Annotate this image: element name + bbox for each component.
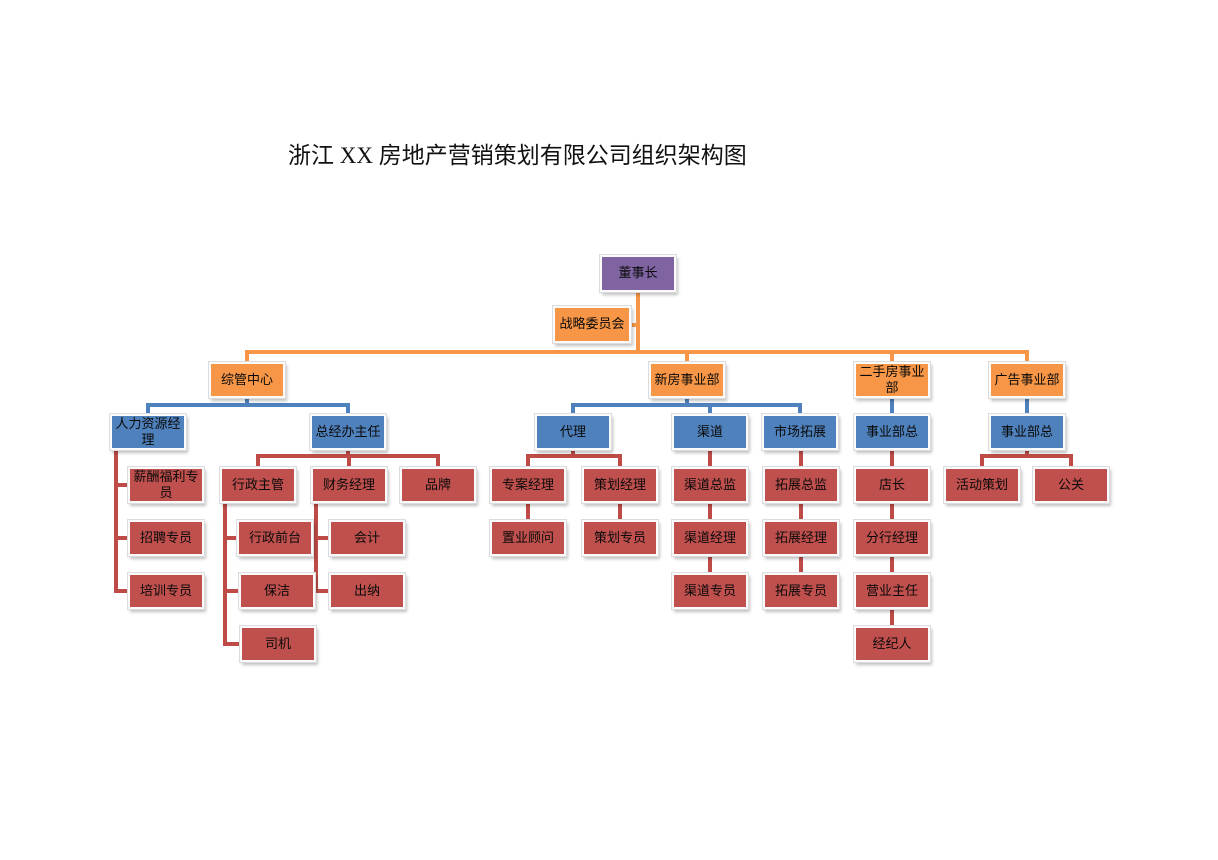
connector-orange-line xyxy=(1025,350,1029,362)
connector-blue-line xyxy=(346,403,350,414)
connector-red-line xyxy=(890,450,894,467)
connector-red-line xyxy=(114,483,128,487)
connector-blue-line xyxy=(798,403,802,414)
connector-red-line xyxy=(890,609,894,626)
org-node-caiwujingli: 财务经理 xyxy=(311,467,387,503)
connector-red-line xyxy=(890,556,894,573)
connector-blue-line xyxy=(571,403,575,414)
connector-blue-line xyxy=(890,398,894,414)
org-node-ershoufang: 二手房事业部 xyxy=(854,362,930,398)
org-node-chuna: 出纳 xyxy=(329,573,405,609)
org-node-kuaiji: 会计 xyxy=(329,520,405,556)
org-node-zongguan: 综管中心 xyxy=(209,362,285,398)
connector-red-line xyxy=(526,503,530,520)
connector-blue-line xyxy=(146,403,150,414)
connector-blue-line xyxy=(245,398,249,407)
connector-orange-line xyxy=(636,292,640,354)
connector-red-line xyxy=(618,503,622,520)
org-node-qudaozongjian: 渠道总监 xyxy=(672,467,748,503)
connector-blue-line xyxy=(1025,398,1029,414)
connector-red-line xyxy=(708,556,712,573)
connector-red-line xyxy=(114,536,128,540)
connector-red-line xyxy=(1069,454,1073,467)
connector-orange-line xyxy=(890,350,894,362)
connector-red-line xyxy=(114,450,118,593)
connector-red-line xyxy=(314,589,329,593)
org-node-dongshizhang: 董事长 xyxy=(600,255,676,292)
org-node-zhaopin: 招聘专员 xyxy=(128,520,204,556)
org-node-daili: 代理 xyxy=(535,414,611,450)
chart-title: 浙江 XX 房地产营销策划有限公司组织架构图 xyxy=(288,143,747,168)
connector-blue-line xyxy=(685,398,689,407)
connector-red-line xyxy=(980,454,1073,458)
org-node-tuozhanzhuanyuan: 拓展专员 xyxy=(763,573,839,609)
connector-red-line xyxy=(526,454,530,467)
org-node-xinchou: 薪酬福利专员 xyxy=(128,467,204,503)
connector-orange-line xyxy=(245,350,249,362)
org-node-renli: 人力资源经理 xyxy=(110,414,186,450)
org-node-huodongcehua: 活动策划 xyxy=(944,467,1020,503)
org-node-xingzhengzhuguan: 行政主管 xyxy=(220,467,296,503)
connector-blue-line xyxy=(571,403,802,407)
connector-red-line xyxy=(890,503,894,520)
connector-red-line xyxy=(314,536,329,540)
org-node-shiyebuzong2: 事业部总 xyxy=(989,414,1065,450)
connector-red-line xyxy=(799,450,803,467)
org-node-fenhangjingli: 分行经理 xyxy=(854,520,930,556)
org-node-zongjingban: 总经办主任 xyxy=(310,414,386,450)
connector-red-line xyxy=(708,450,712,467)
connector-red-line xyxy=(223,503,227,646)
connector-red-line xyxy=(708,503,712,520)
org-node-qudaozhuanyuan: 渠道专员 xyxy=(672,573,748,609)
org-node-cehuajingli: 策划经理 xyxy=(582,467,658,503)
connector-red-line xyxy=(114,589,128,593)
connector-red-line xyxy=(799,556,803,573)
org-node-dianzhang: 店长 xyxy=(854,467,930,503)
connector-red-line xyxy=(526,454,622,458)
org-node-tuozhanjingli: 拓展经理 xyxy=(763,520,839,556)
org-node-yingyezhuren: 营业主任 xyxy=(854,573,930,609)
org-node-siji: 司机 xyxy=(240,626,316,662)
connector-red-line xyxy=(223,536,237,540)
connector-red-line xyxy=(256,454,260,467)
connector-orange-line xyxy=(629,323,638,327)
org-node-guanggao: 广告事业部 xyxy=(989,362,1065,398)
connector-red-line xyxy=(980,454,984,467)
org-node-xinfang: 新房事业部 xyxy=(649,362,725,398)
connector-red-line xyxy=(314,503,318,593)
connector-blue-line xyxy=(146,403,350,407)
org-node-pinpai: 品牌 xyxy=(400,467,476,503)
org-node-qudao: 渠道 xyxy=(672,414,748,450)
org-node-zhanlue: 战略委员会 xyxy=(553,306,631,343)
org-node-tuozhanzongjian: 拓展总监 xyxy=(763,467,839,503)
connector-blue-line xyxy=(708,403,712,414)
connector-red-line xyxy=(618,454,622,467)
org-node-zhiyeguwen: 置业顾问 xyxy=(490,520,566,556)
connector-orange-line xyxy=(685,350,689,362)
connector-red-line xyxy=(223,642,240,646)
org-node-jingjiren: 经纪人 xyxy=(854,626,930,662)
org-node-xingzhengqiantai: 行政前台 xyxy=(237,520,313,556)
connector-orange-line xyxy=(245,350,1029,354)
connector-red-line xyxy=(223,589,239,593)
org-node-gongguan: 公关 xyxy=(1033,467,1109,503)
connector-red-line xyxy=(799,503,803,520)
org-node-baojie: 保洁 xyxy=(239,573,315,609)
org-node-zhuananjingli: 专案经理 xyxy=(490,467,566,503)
org-node-shichangtuozhan: 市场拓展 xyxy=(762,414,838,450)
org-node-shiyebuzong1: 事业部总 xyxy=(854,414,930,450)
connector-red-line xyxy=(436,454,440,467)
org-node-cehuazhuanyuan: 策划专员 xyxy=(582,520,658,556)
org-node-peixun: 培训专员 xyxy=(128,573,204,609)
connector-red-line xyxy=(347,454,351,467)
org-node-qudaojingli: 渠道经理 xyxy=(672,520,748,556)
